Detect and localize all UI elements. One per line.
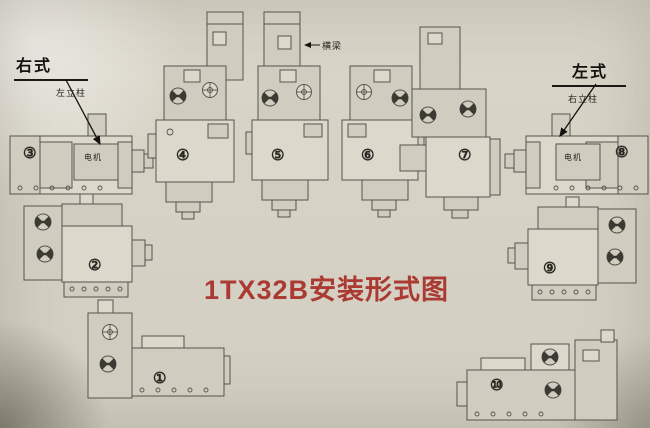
unit-3-drawing (9, 113, 154, 195)
unit-1: ① (80, 298, 231, 410)
unit-3: ③ 电机 (8, 112, 158, 204)
unit-9-drawing (507, 196, 637, 301)
unit-8-number: ⑧ (615, 144, 629, 161)
unit-4: ④ (147, 62, 244, 220)
unit-3-motor-label: 电机 (84, 153, 102, 162)
unit-7-number: ⑦ (458, 147, 472, 164)
right-type-label: 右式 (14, 52, 88, 81)
left-type-label: 左式 (552, 58, 626, 87)
unit-5-drawing (245, 65, 329, 218)
unit-2: ② (18, 192, 153, 312)
unit-8-motor-label: 电机 (564, 153, 582, 162)
unit-6-number: ⑥ (361, 147, 375, 164)
unit-9: ⑨ (507, 195, 643, 313)
unit-1-number: ① (153, 370, 167, 387)
unit-5: ⑤ (245, 62, 336, 218)
unit-9-number: ⑨ (543, 260, 557, 277)
right-column-label: 右立柱 (568, 94, 599, 104)
unit-10-drawing (456, 329, 618, 421)
unit-7-drawing (399, 26, 501, 219)
crossbeam-label: 横梁 (322, 41, 343, 51)
unit-7: ⑦ (398, 25, 503, 222)
unit-4-number: ④ (176, 147, 190, 164)
unit-2-number: ② (88, 257, 102, 274)
unit-1-drawing (87, 299, 231, 399)
unit-4-drawing (147, 65, 235, 220)
left-column-label: 左立柱 (56, 88, 87, 98)
unit-5-number: ⑤ (271, 147, 285, 164)
unit-2-drawing (23, 193, 153, 298)
diagram-title: 1TX32B安装形式图 (204, 275, 450, 305)
unit-10: ⑩ (455, 328, 627, 428)
unit-3-number: ③ (23, 145, 37, 162)
unit-8-drawing (504, 113, 649, 195)
unit-8: ⑧ 电机 (500, 112, 650, 204)
unit-10-number: ⑩ (490, 377, 504, 394)
